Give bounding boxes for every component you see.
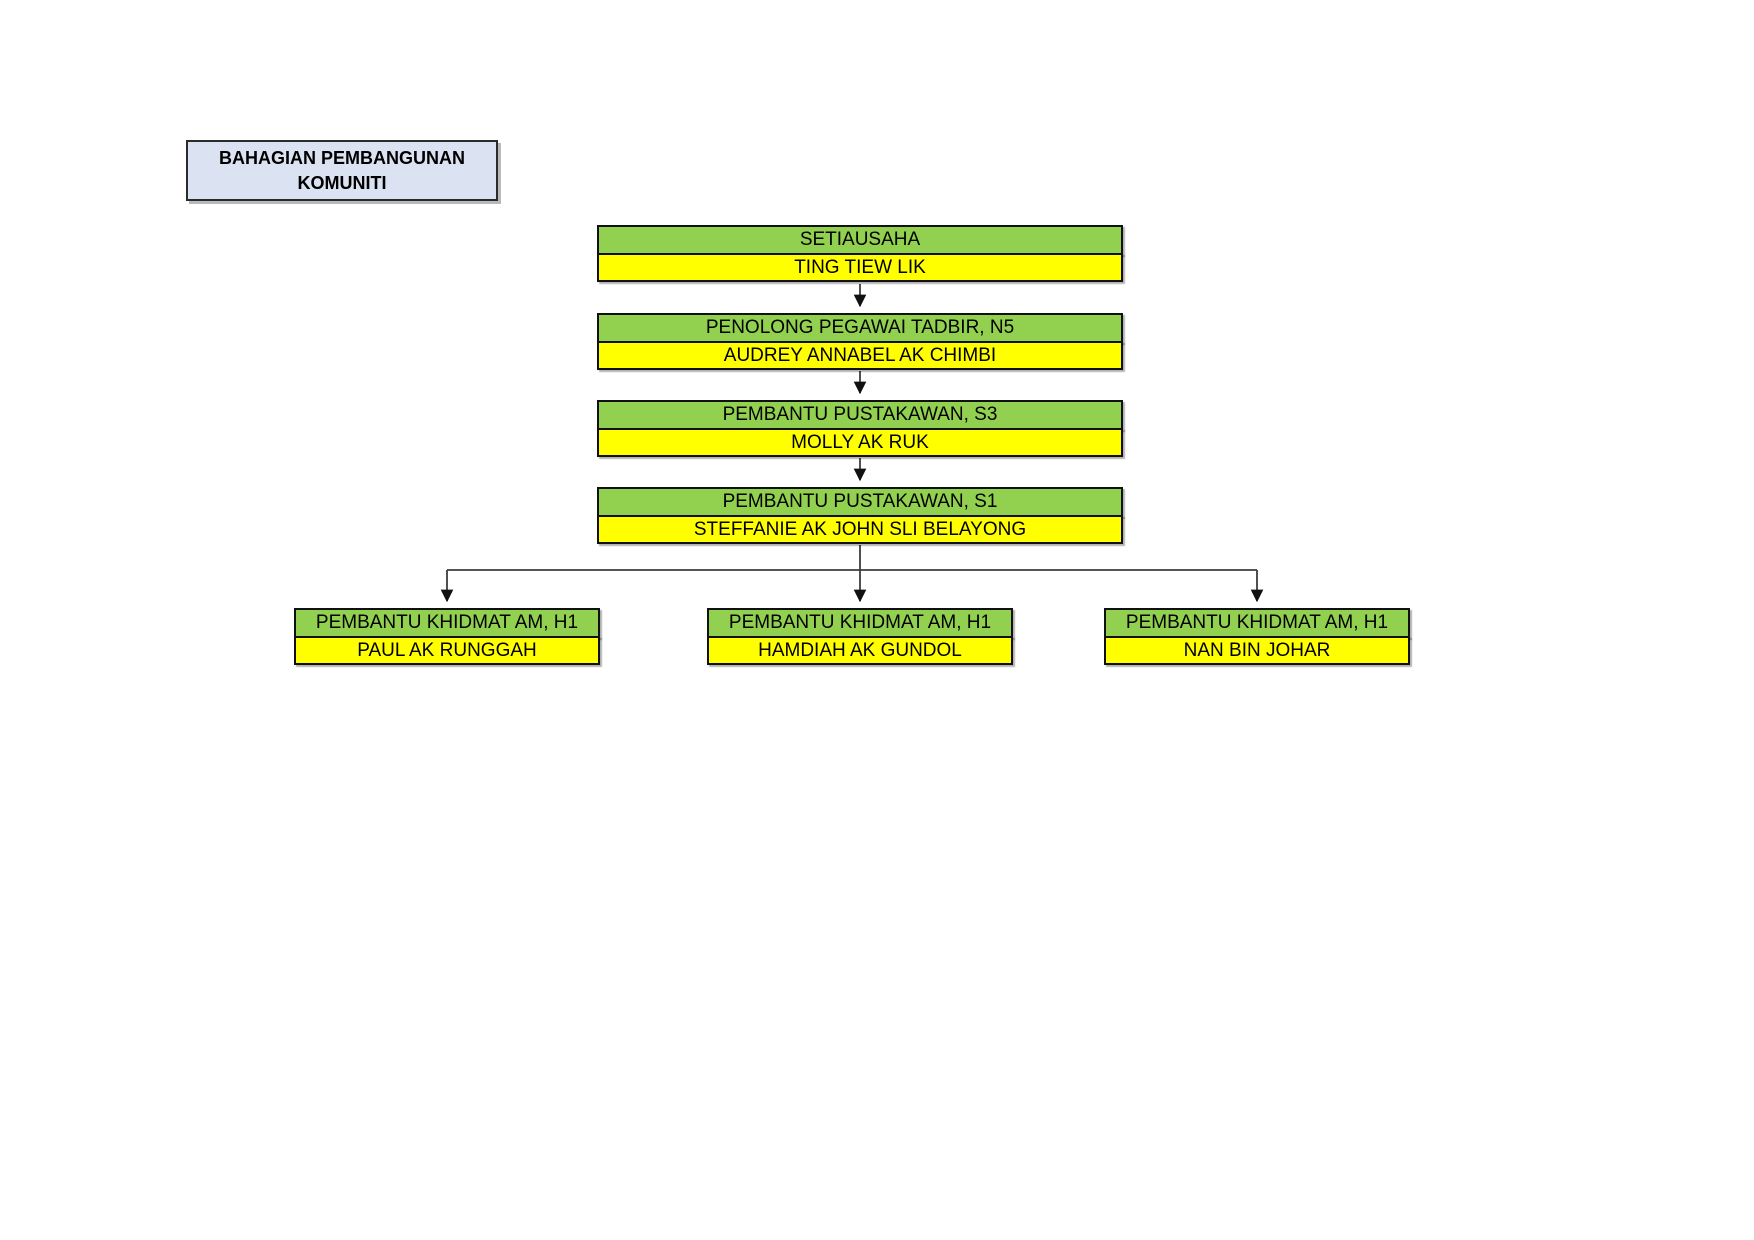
role-label: PEMBANTU PUSTAKAWAN, S1 [597,487,1123,517]
person-name: STEFFANIE AK JOHN SLI BELAYONG [597,515,1123,544]
person-name: TING TIEW LIK [597,253,1123,282]
role-label: PEMBANTU KHIDMAT AM, H1 [707,608,1013,638]
person-name: MOLLY AK RUK [597,428,1123,457]
person-name: AUDREY ANNABEL AK CHIMBI [597,341,1123,370]
org-box-penolong-pegawai-tadbir: PENOLONG PEGAWAI TADBIR, N5 AUDREY ANNAB… [597,313,1123,370]
department-title-line2: KOMUNITI [297,172,387,193]
person-name: PAUL AK RUNGGAH [294,636,600,665]
role-label: PEMBANTU PUSTAKAWAN, S3 [597,400,1123,430]
org-box-setiausaha: SETIAUSAHA TING TIEW LIK [597,225,1123,282]
org-box-khidmat-am-center: PEMBANTU KHIDMAT AM, H1 HAMDIAH AK GUNDO… [707,608,1013,665]
role-label: PEMBANTU KHIDMAT AM, H1 [294,608,600,638]
role-label: PEMBANTU KHIDMAT AM, H1 [1104,608,1410,638]
department-title-line1: BAHAGIAN PEMBANGUNAN [219,147,465,168]
org-box-khidmat-am-left: PEMBANTU KHIDMAT AM, H1 PAUL AK RUNGGAH [294,608,600,665]
person-name: HAMDIAH AK GUNDOL [707,636,1013,665]
person-name: NAN BIN JOHAR [1104,636,1410,665]
role-label: SETIAUSAHA [597,225,1123,255]
org-box-khidmat-am-right: PEMBANTU KHIDMAT AM, H1 NAN BIN JOHAR [1104,608,1410,665]
org-box-pembantu-pustakawan-s1: PEMBANTU PUSTAKAWAN, S1 STEFFANIE AK JOH… [597,487,1123,544]
role-label: PENOLONG PEGAWAI TADBIR, N5 [597,313,1123,343]
org-box-pembantu-pustakawan-s3: PEMBANTU PUSTAKAWAN, S3 MOLLY AK RUK [597,400,1123,457]
department-title-box: BAHAGIAN PEMBANGUNAN KOMUNITI [186,140,498,201]
